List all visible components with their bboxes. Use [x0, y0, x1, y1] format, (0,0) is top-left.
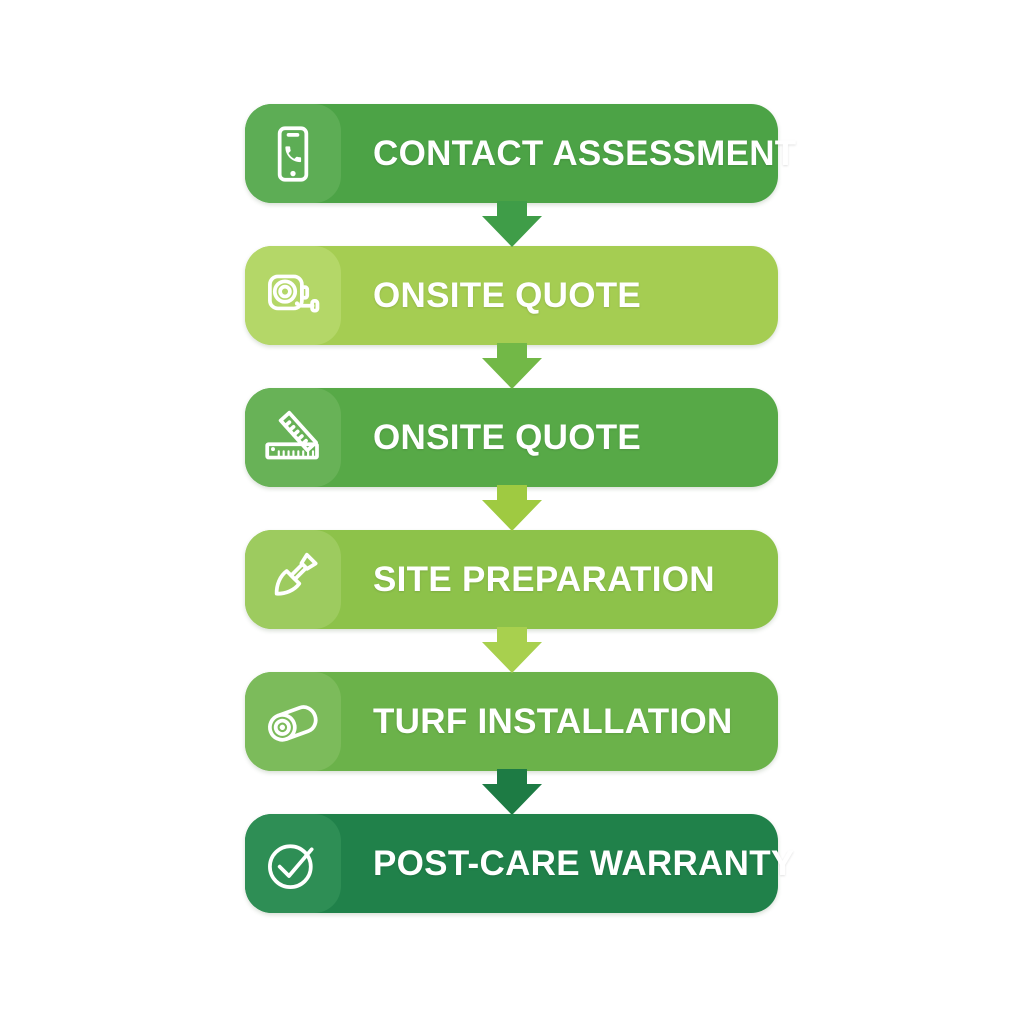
- icon-tile: [245, 530, 341, 629]
- step-site-preparation: SITE PREPARATION: [245, 530, 778, 629]
- step-label: CONTACT ASSESSMENT: [373, 133, 797, 173]
- step-label: ONSITE QUOTE: [373, 275, 642, 315]
- step-label: ONSITE QUOTE: [373, 417, 642, 457]
- ruler-square-icon: [265, 410, 319, 459]
- tape-measure-icon: [268, 274, 320, 313]
- flow-arrow: [245, 627, 778, 673]
- check-circle-icon: [268, 843, 314, 889]
- step-contact-assessment: CONTACT ASSESSMENT: [245, 104, 796, 203]
- down-arrow-icon: [481, 343, 542, 389]
- flow-arrow: [245, 769, 778, 815]
- icon-tile: [245, 104, 341, 203]
- shovel-icon: [274, 552, 318, 596]
- icon-tile: [245, 246, 341, 345]
- flow-arrow: [245, 343, 778, 389]
- down-arrow-icon: [481, 769, 542, 815]
- step-onsite-quote-2: ONSITE QUOTE: [245, 388, 778, 487]
- flow-arrow: [245, 201, 778, 247]
- step-label: SITE PREPARATION: [373, 559, 715, 599]
- phone-icon: [277, 125, 309, 182]
- down-arrow-icon: [481, 627, 542, 673]
- icon-tile: [245, 388, 341, 487]
- flow-arrow: [245, 485, 778, 531]
- step-turf-installation: TURF INSTALLATION: [245, 672, 778, 771]
- down-arrow-icon: [481, 485, 542, 531]
- process-flowchart: CONTACT ASSESSMENT ONSITE QUOTE: [245, 104, 796, 913]
- down-arrow-icon: [481, 201, 542, 247]
- step-label: POST-CARE WARRANTY: [373, 843, 795, 883]
- icon-tile: [245, 672, 341, 771]
- icon-tile: [245, 814, 341, 913]
- step-label: TURF INSTALLATION: [373, 701, 733, 741]
- step-post-care-warranty: POST-CARE WARRANTY: [245, 814, 794, 913]
- turf-roll-icon: [268, 704, 318, 742]
- step-onsite-quote-1: ONSITE QUOTE: [245, 246, 778, 345]
